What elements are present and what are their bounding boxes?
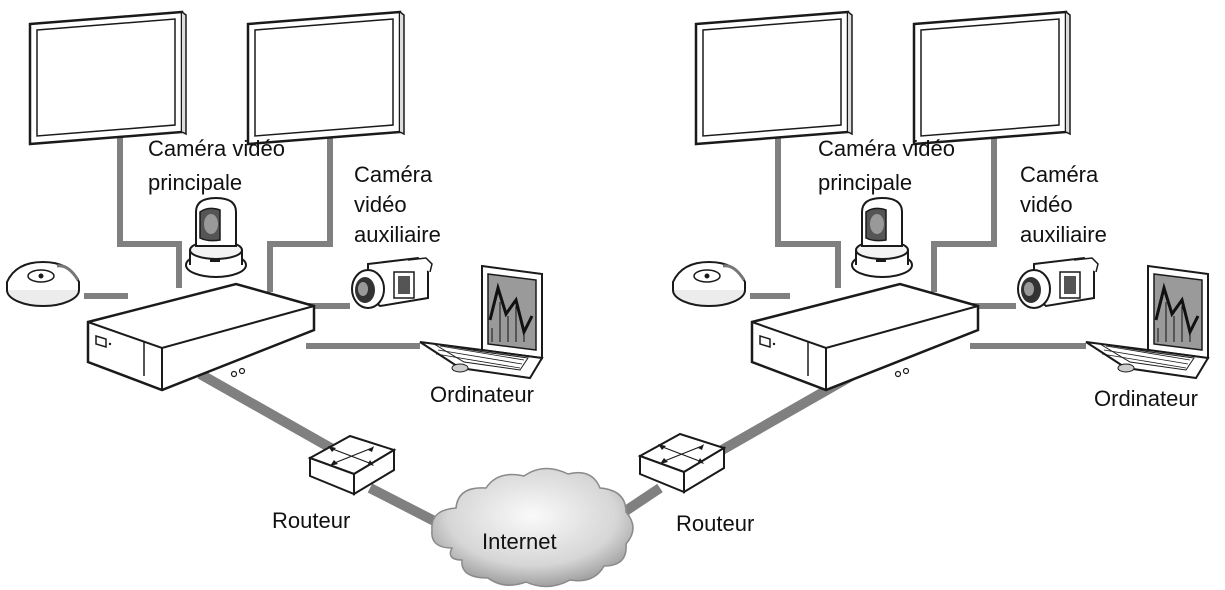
main-camera-label: Caméra vidéo: [818, 136, 955, 161]
camcorder-icon: [351, 257, 433, 309]
main-camera-label: principale: [818, 170, 912, 195]
laptop-icon: [1084, 264, 1210, 380]
display-icon: [912, 10, 1072, 146]
aux-camera-label: Caméra: [354, 162, 433, 187]
display-icon: [246, 10, 406, 146]
display-icon: [28, 10, 188, 146]
cloud-icon: [431, 467, 634, 588]
computer-label: Ordinateur: [430, 382, 534, 407]
camcorder-icon: [1017, 257, 1099, 309]
router-label: Routeur: [676, 511, 754, 536]
main-camera-label: principale: [148, 170, 242, 195]
cable-left-display2: [267, 122, 333, 292]
camera-icon: [185, 197, 247, 278]
cable-left-display1: [117, 124, 182, 288]
aux-camera-label: vidéo: [354, 192, 407, 217]
cable-right-display1: [775, 124, 841, 288]
microphone-icon: [671, 260, 747, 308]
codec-unit-icon: [86, 282, 316, 392]
router-label: Routeur: [272, 508, 350, 533]
main-camera-label: Caméra vidéo: [148, 136, 285, 161]
aux-camera-label: auxiliaire: [354, 222, 441, 247]
aux-camera-label: Caméra: [1020, 162, 1099, 187]
cable-right-display2: [931, 122, 997, 292]
internet-label: Internet: [482, 529, 557, 554]
router-icon: [639, 433, 725, 493]
microphone-icon: [5, 260, 81, 308]
display-icon: [694, 10, 854, 146]
computer-label: Ordinateur: [1094, 386, 1198, 411]
cable-left-router: [197, 369, 355, 465]
aux-camera-label: vidéo: [1020, 192, 1073, 217]
laptop-icon: [418, 264, 544, 380]
codec-unit-icon: [750, 282, 980, 392]
aux-camera-label: auxiliaire: [1020, 222, 1107, 247]
camera-icon: [851, 197, 913, 278]
